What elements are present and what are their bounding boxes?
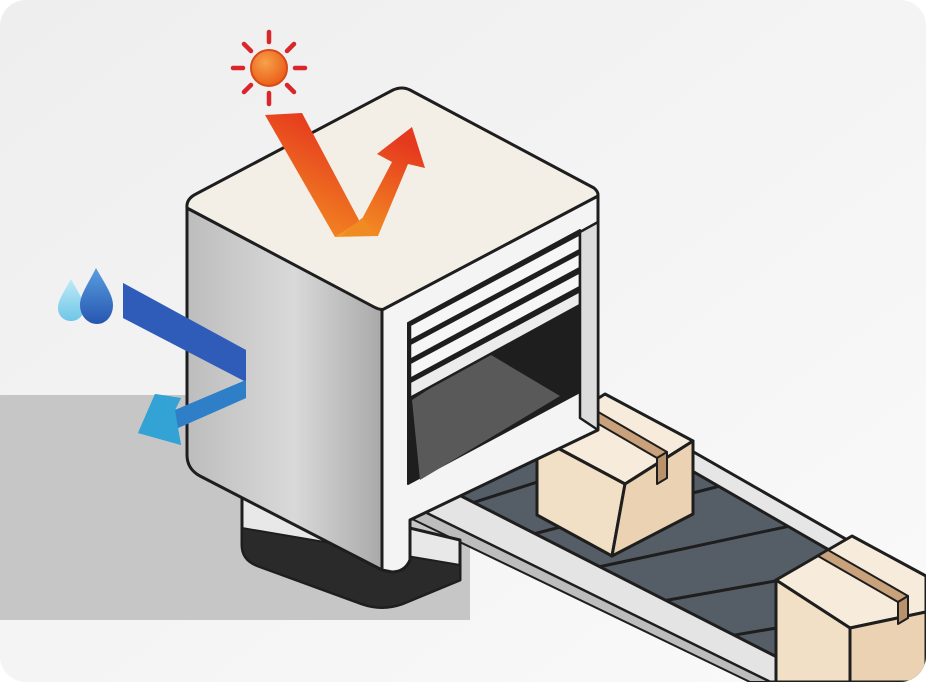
sun-icon <box>230 29 308 107</box>
water-droplets-icon <box>58 268 113 324</box>
heat-reflect-arrow-icon <box>265 113 425 237</box>
dryer-cabinet <box>185 86 600 609</box>
moisture-flow-arrow-icon <box>123 283 246 445</box>
cardboard-box <box>774 534 926 682</box>
